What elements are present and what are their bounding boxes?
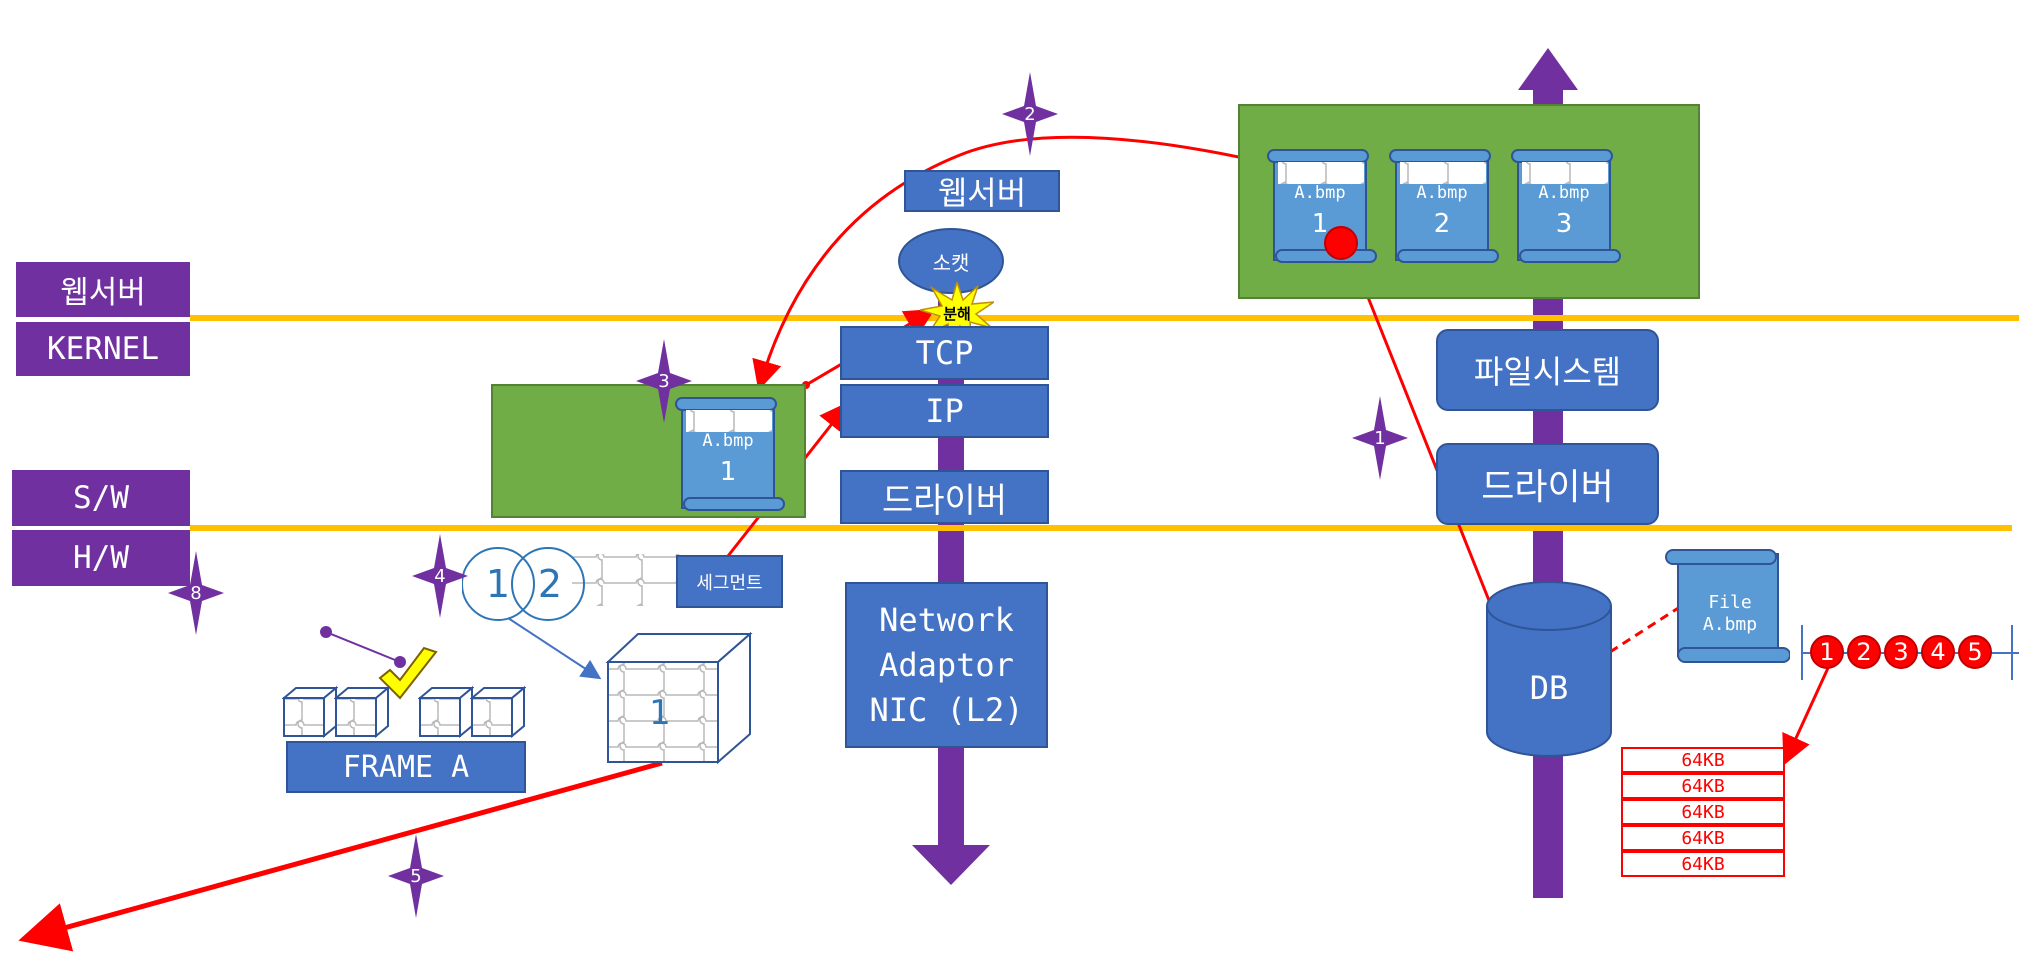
segment-label-box: 세그먼트 (676, 555, 783, 608)
chunk-2: A.bmp 2 (1388, 148, 1500, 266)
step-star-8 (168, 551, 224, 635)
chunk-2-number: 2 (1433, 209, 1451, 239)
filesystem-box: 파일시스템 (1436, 329, 1659, 411)
step-star-1 (1352, 396, 1408, 480)
chunk-1: A.bmp 1 (1266, 148, 1378, 266)
nic-line-2: Adaptor (879, 645, 1014, 684)
chunk-1-number: 1 (1311, 209, 1329, 239)
chunk-2-name: A.bmp (1416, 183, 1468, 203)
frame-cube-1 (282, 686, 338, 738)
stack-ip: IP (840, 384, 1049, 438)
numbered-dot-2: 2 (1847, 635, 1881, 669)
frame-cube-4 (470, 686, 526, 738)
chunk-1-name: A.bmp (1294, 183, 1346, 203)
step-star-5 (388, 834, 444, 918)
block-64kb-5: 64KB (1621, 851, 1785, 877)
step-star-label-5: 5 (410, 865, 422, 887)
dot-to-blocks-arrow (1782, 667, 1830, 766)
nic-box: Network Adaptor NIC (L2) (845, 582, 1048, 748)
packet-cube (605, 631, 753, 765)
frame-cube-3 (418, 686, 474, 738)
block-64kb-3: 64KB (1621, 799, 1785, 825)
step-star-label-2: 2 (1024, 103, 1036, 125)
file-line-1: File (1708, 592, 1752, 613)
file-line-2: A.bmp (1702, 614, 1758, 635)
buffer-chunk-scroll: A.bmp 1 (674, 396, 786, 514)
segment-to-packet-arrow (507, 617, 602, 680)
frame-cube-2 (334, 686, 390, 738)
file-scroll (1665, 549, 1790, 663)
read-to-buffer-arrow (752, 135, 1276, 391)
step-star-3 (636, 339, 692, 423)
network-column (938, 300, 964, 845)
layer-hw: H/W (12, 530, 190, 586)
block-64kb-1: 64KB (1621, 747, 1785, 773)
numbered-dot-4: 4 (1921, 635, 1955, 669)
buffer-chunk-scroll-number: 1 (719, 457, 737, 487)
layer-kernel: KERNEL (16, 322, 190, 376)
buffer-chunk-scroll-name: A.bmp (702, 431, 754, 451)
numbered-dot-3: 3 (1884, 635, 1918, 669)
step-star-2 (1002, 72, 1058, 156)
db-label: DB (1529, 669, 1569, 707)
block-64kb-4: 64KB (1621, 825, 1785, 851)
numbered-dot-5: 5 (1958, 635, 1992, 669)
chunk-3: A.bmp 3 (1510, 148, 1622, 266)
socket-ellipse: 소캣 (898, 228, 1004, 294)
split-burst-label: 분해 (943, 304, 971, 323)
layer-web-server: 웹서버 (16, 262, 190, 317)
layer-sw: S/W (12, 470, 190, 526)
storage-up-arrow (1518, 48, 1578, 90)
step-star-4 (412, 534, 468, 618)
step-star-label-8: 8 (190, 582, 202, 604)
chunk-3-number: 3 (1555, 209, 1573, 239)
db-cylinder (1486, 581, 1612, 757)
frame-label: FRAME A (286, 741, 526, 793)
chunk-read-marker (1324, 226, 1358, 260)
numbered-dot-1: 1 (1810, 635, 1844, 669)
stack-web-server: 웹서버 (904, 170, 1060, 212)
segment-circle-2: 2 (537, 562, 563, 606)
frame-connector (325, 631, 401, 663)
step-star-label-3: 3 (658, 370, 670, 392)
segment-circle-1: 1 (485, 562, 511, 606)
nic-line-1: Network (879, 600, 1014, 639)
storage-driver-box: 드라이버 (1436, 443, 1659, 525)
stack-tcp: TCP (840, 326, 1049, 380)
frame-out-arrow (18, 760, 663, 952)
chunk-3-name: A.bmp (1538, 183, 1590, 203)
step-star-label-1: 1 (1374, 427, 1386, 449)
step-star-label-4: 4 (434, 565, 446, 587)
segment-puzzle-strip (462, 547, 682, 621)
block-64kb-2: 64KB (1621, 773, 1785, 799)
stack-driver: 드라이버 (840, 470, 1049, 524)
file-label: File A.bmp (1680, 584, 1780, 644)
network-down-arrow (912, 845, 990, 885)
check-icon (378, 646, 438, 700)
nic-line-3: NIC (L2) (869, 690, 1024, 729)
packet-number: 1 (649, 693, 671, 733)
